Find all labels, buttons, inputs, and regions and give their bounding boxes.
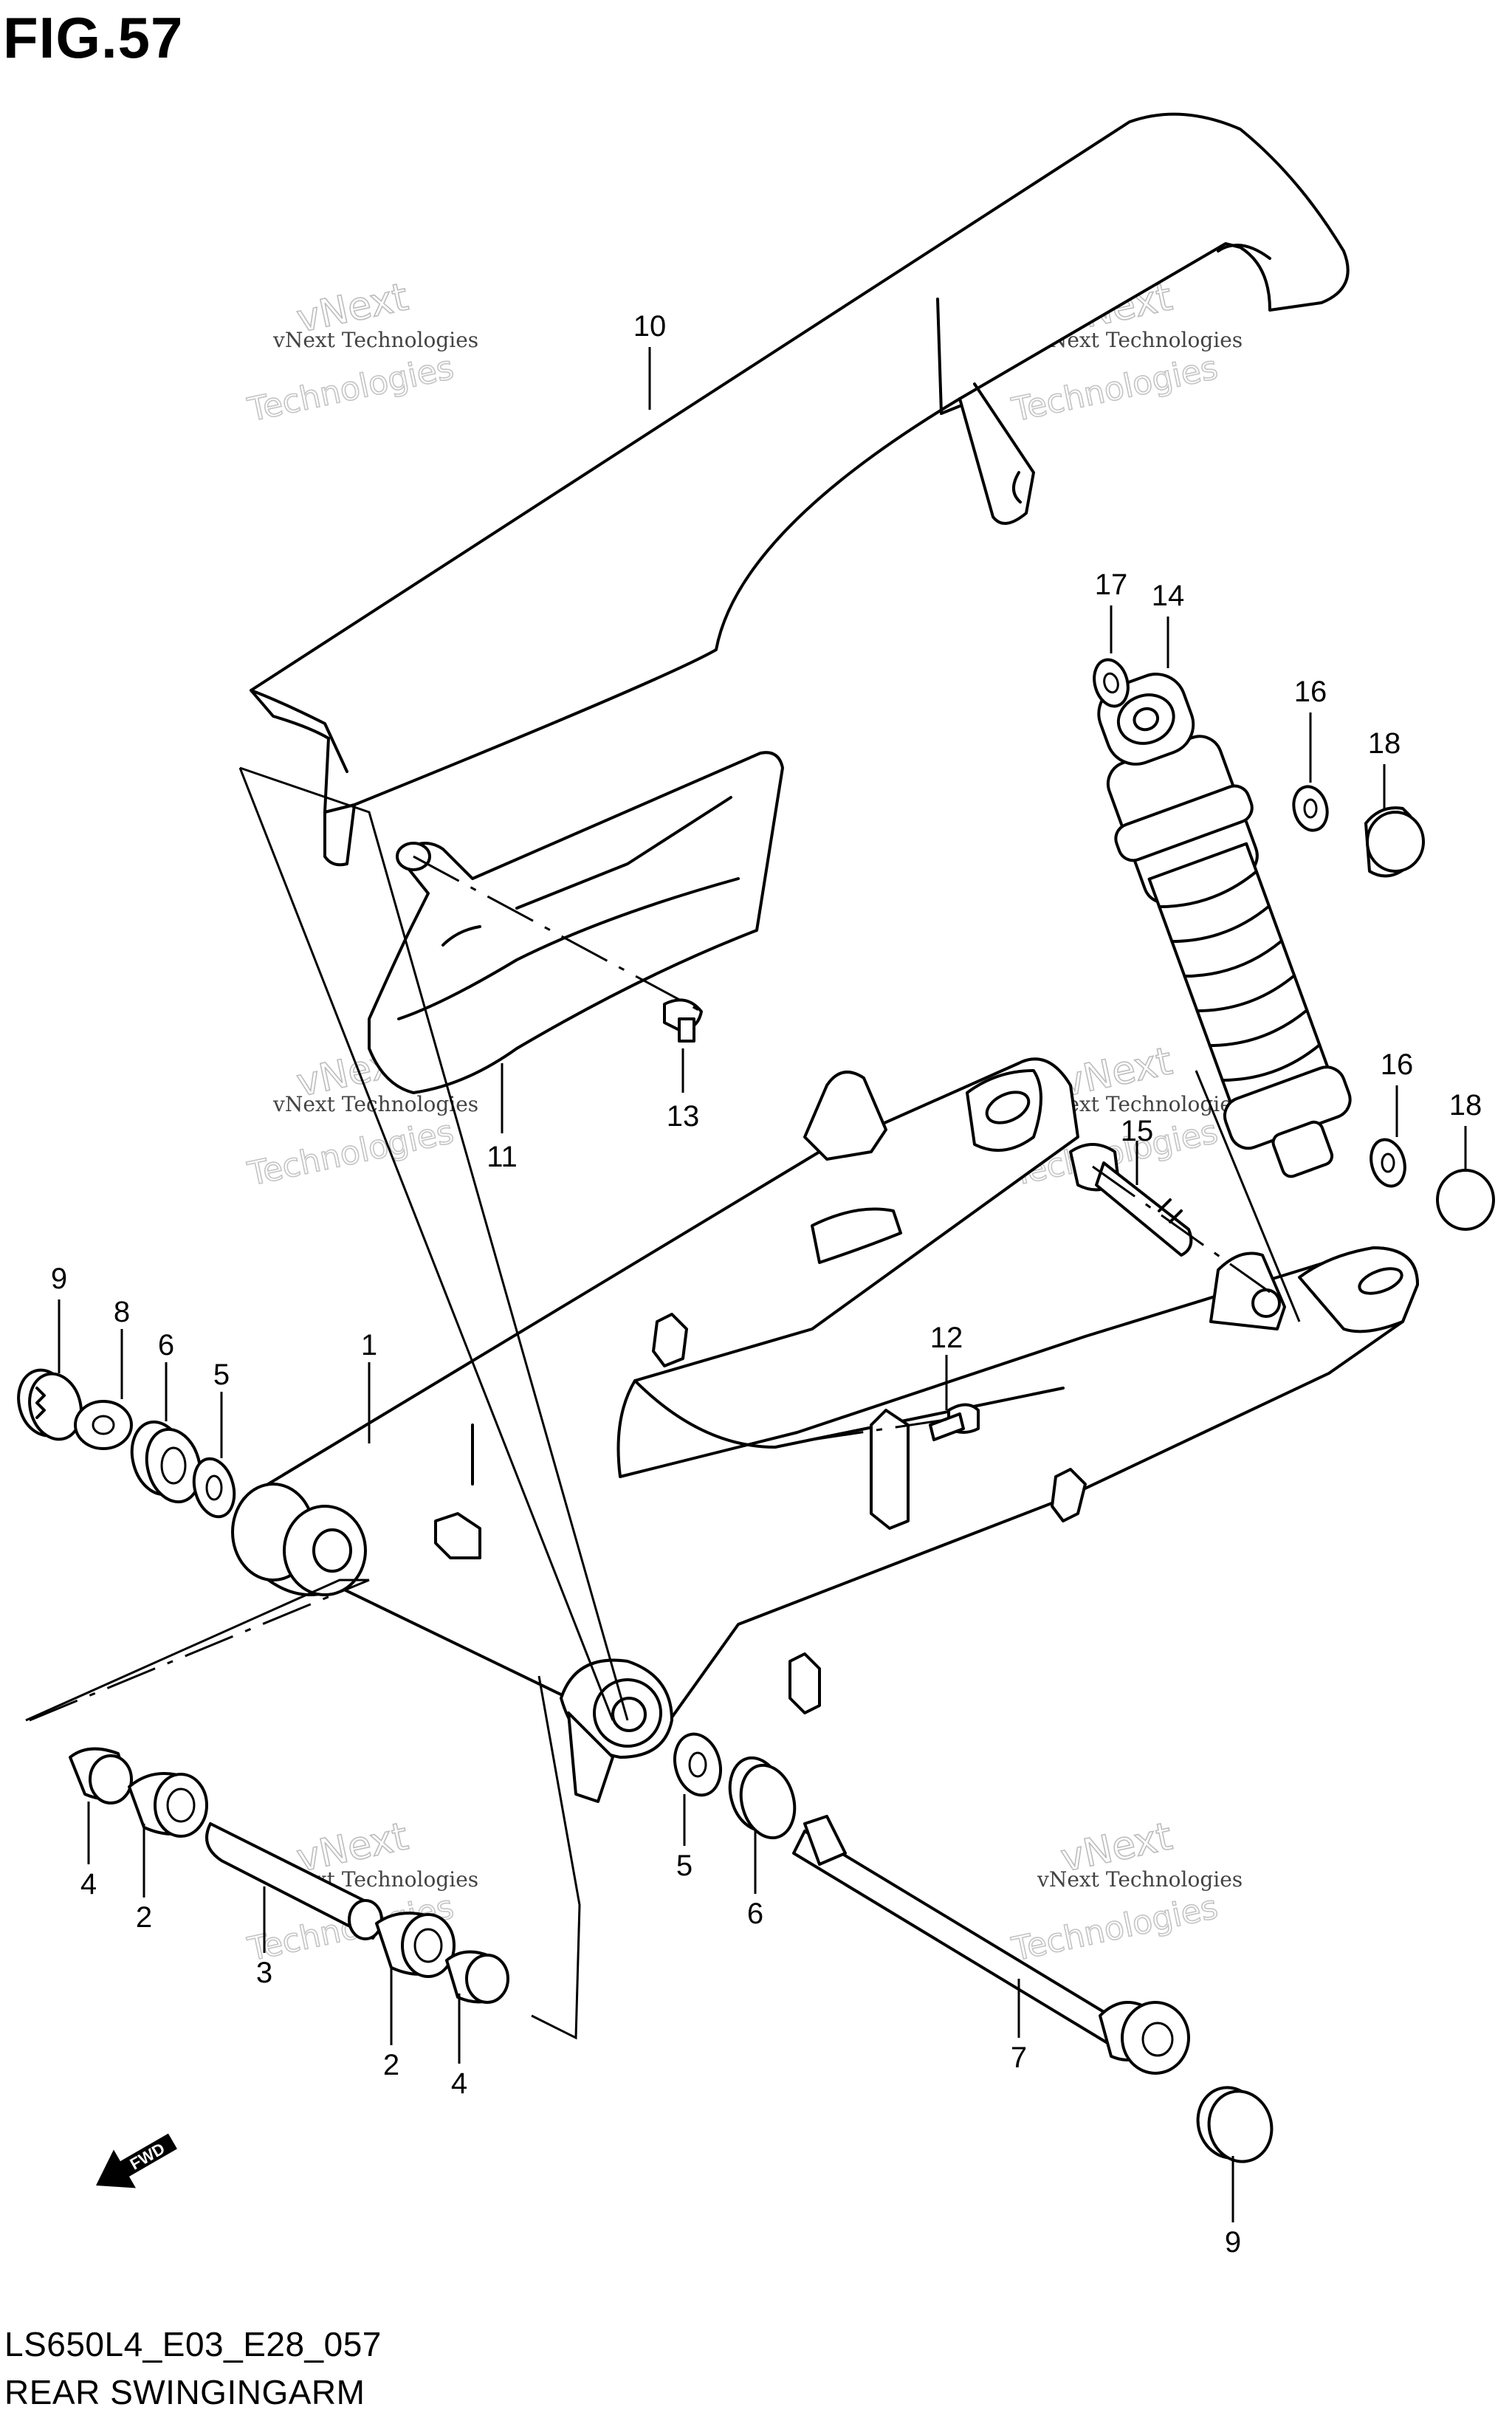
callout-2: 2 xyxy=(136,1901,152,1934)
callout-14: 14 xyxy=(1152,580,1185,612)
leader-lines xyxy=(58,347,1467,2222)
callout-7: 7 xyxy=(1011,2041,1027,2074)
diagram-code: LS650L4_E03_E28_057 xyxy=(4,2325,382,2363)
watermark: vNext vNext Technologies Technologies xyxy=(1008,1814,1243,1970)
bolt-12 xyxy=(929,1403,980,1441)
washer-5-right xyxy=(673,1732,722,1797)
svg-text:vNext Technologies: vNext Technologies xyxy=(1037,1867,1243,1892)
callout-4: 4 xyxy=(80,1868,97,1900)
callout-8: 8 xyxy=(114,1296,130,1328)
svg-text:Technologies: Technologies xyxy=(244,1113,457,1193)
watermark: vNext vNext Technologies Technologies xyxy=(244,275,478,430)
diagram-name: REAR SWINGINGARM xyxy=(4,2373,365,2411)
callout-18: 18 xyxy=(1368,727,1401,760)
callout-9: 9 xyxy=(51,1263,67,1295)
spacer-4-right xyxy=(445,1950,509,2004)
callout-11: 11 xyxy=(487,1141,518,1173)
nut-8 xyxy=(74,1400,133,1450)
pivot-shaft-7 xyxy=(792,1815,1190,2075)
chain-case xyxy=(250,112,1350,867)
inner-cover xyxy=(368,751,784,1094)
seal-6 xyxy=(130,1420,202,1504)
cap-9-right xyxy=(1196,2086,1274,2163)
fwd-arrow: FWD xyxy=(96,2133,177,2188)
seal-6-right xyxy=(728,1756,797,1840)
cap-9 xyxy=(17,1368,83,1441)
callout-18: 18 xyxy=(1449,1089,1482,1122)
callout-16: 16 xyxy=(1294,676,1327,708)
washer-17 xyxy=(1093,658,1130,708)
assembly-lines xyxy=(25,766,1301,2040)
callout-10: 10 xyxy=(633,310,667,343)
callout-5: 5 xyxy=(676,1850,693,1882)
cap-nut-18 xyxy=(1364,806,1425,878)
callout-15: 15 xyxy=(1121,1115,1154,1147)
callout-2: 2 xyxy=(383,2049,399,2081)
bearing-2-right xyxy=(375,1912,456,1978)
cap-nut-18-lower xyxy=(1436,1169,1495,1231)
callout-6: 6 xyxy=(158,1329,174,1361)
svg-text:vNext Technologies: vNext Technologies xyxy=(272,328,478,352)
swingarm xyxy=(231,1057,1419,1803)
callout-13: 13 xyxy=(667,1100,700,1133)
callout-4: 4 xyxy=(451,2067,467,2100)
callout-5: 5 xyxy=(213,1359,230,1391)
callout-1: 1 xyxy=(361,1329,377,1361)
washer-16 xyxy=(1292,785,1329,832)
washer-5 xyxy=(192,1457,236,1519)
bearing-2 xyxy=(128,1772,208,1838)
figure-title: FIG.57 xyxy=(3,5,184,70)
callout-9: 9 xyxy=(1225,2226,1241,2259)
callout-12: 12 xyxy=(930,1322,963,1354)
callout-16: 16 xyxy=(1381,1048,1414,1081)
svg-text:Technologies: Technologies xyxy=(244,348,457,429)
svg-text:Technologies: Technologies xyxy=(1008,348,1221,429)
callout-6: 6 xyxy=(747,1898,763,1930)
washer-16-lower xyxy=(1370,1138,1406,1188)
callout-17: 17 xyxy=(1095,569,1128,601)
callouts: 10 17 14 16 18 16 18 13 11 15 9 8 6 5 1 … xyxy=(51,310,1482,2259)
sleeve-3 xyxy=(205,1822,383,1940)
bolt-13 xyxy=(663,998,703,1043)
callout-3: 3 xyxy=(256,1957,272,1989)
svg-text:Technologies: Technologies xyxy=(1008,1888,1221,1968)
spacer-4 xyxy=(69,1747,133,1804)
